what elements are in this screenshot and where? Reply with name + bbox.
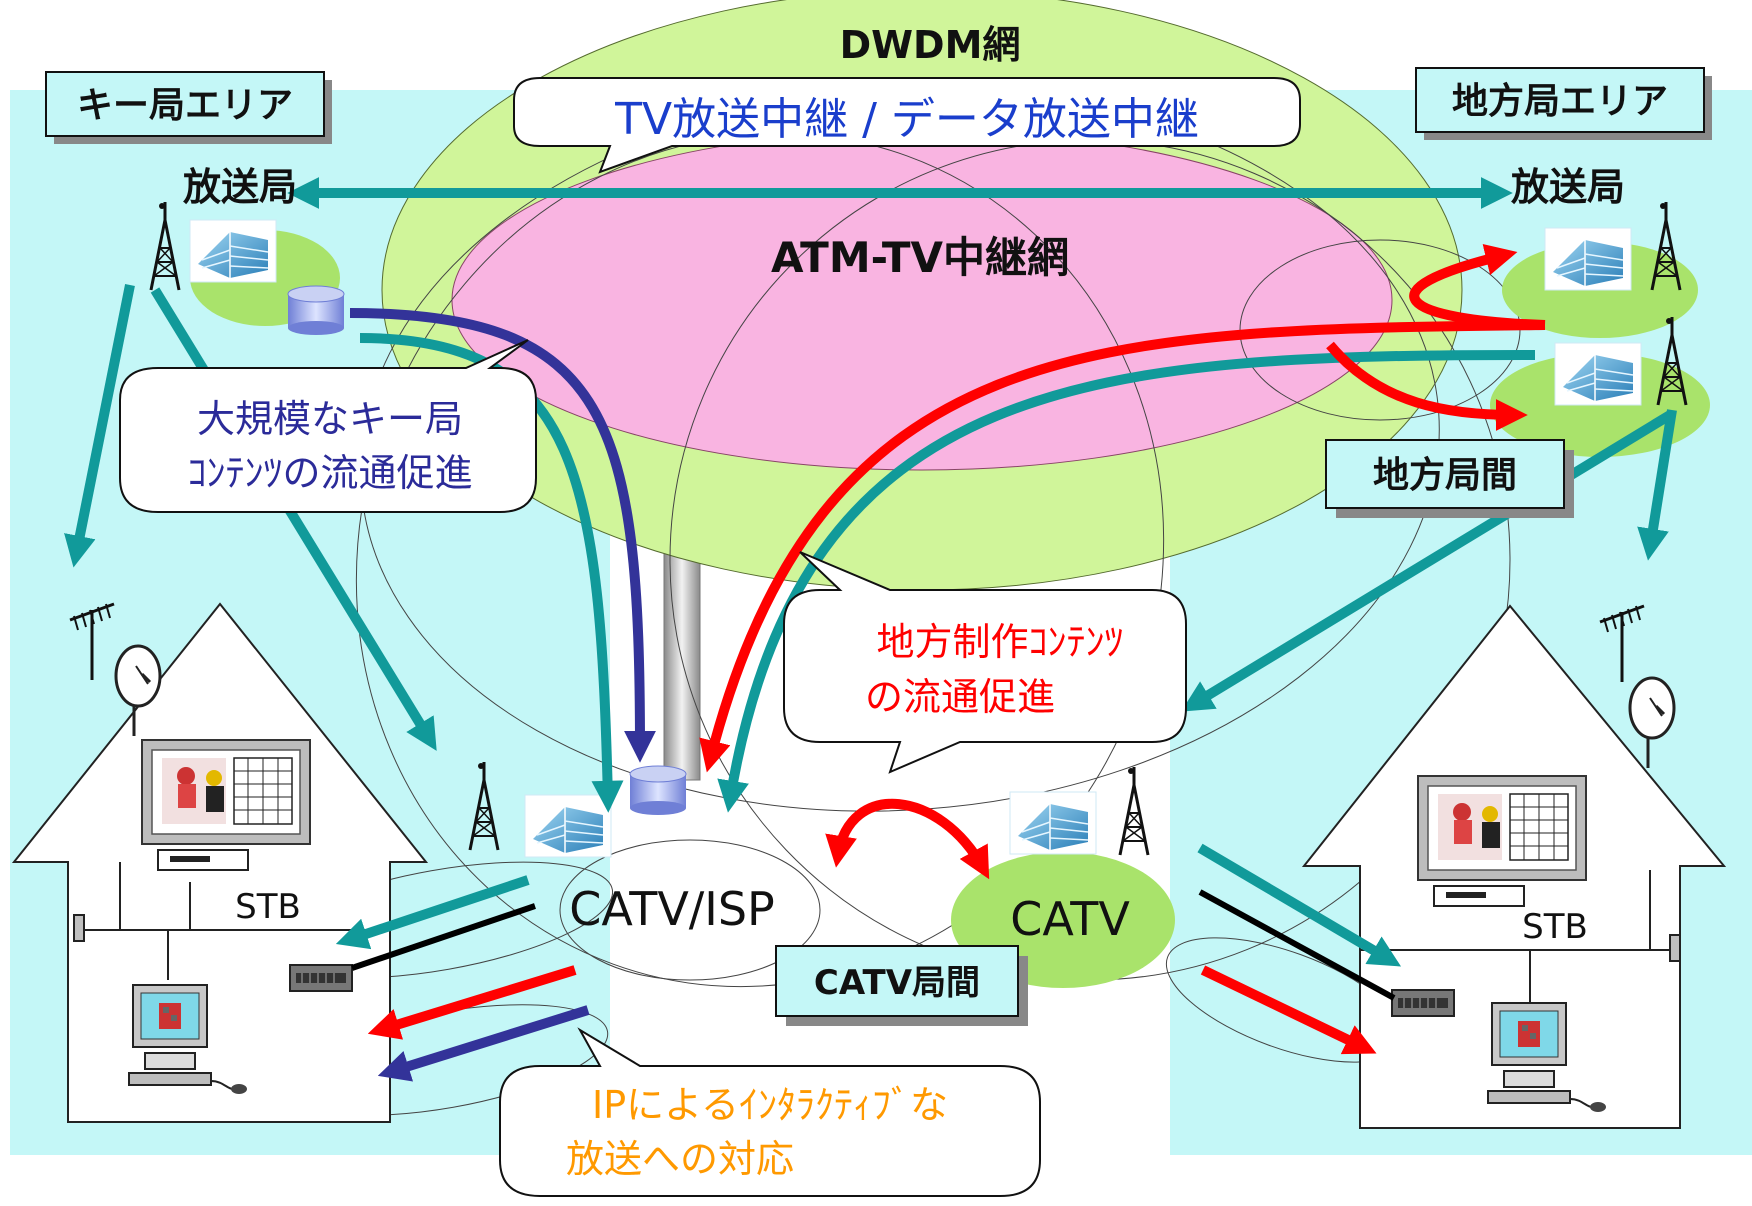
server-cylinder-icon	[629, 765, 687, 816]
arrow-catv-isp-to-left-stb	[335, 875, 530, 950]
ip-line2: 放送への対応	[566, 1137, 794, 1181]
broadcast-tower-icon	[1118, 765, 1150, 857]
building-icon	[524, 794, 612, 858]
arrow-catv-isp-to-catv	[825, 798, 990, 880]
ip-callout: IPによるｲﾝﾀﾗｸﾃｨﾌﾞな 放送への対応	[499, 1027, 1041, 1197]
inter-local-label-box: 地方局間	[1325, 439, 1574, 518]
arrow-local-red-down	[699, 320, 1546, 773]
arrow-key-navy-down	[349, 308, 656, 763]
arrow-local-red-down-right	[1326, 341, 1528, 431]
inter-local-label: 地方局間	[1373, 455, 1517, 496]
local-area-label-box: 地方局エリア	[1415, 67, 1712, 140]
stb-label-left: STB	[235, 887, 301, 927]
key-broadcaster-label: 放送局	[183, 165, 297, 209]
arrow-red-to-right-pc	[1200, 965, 1377, 1055]
building-icon	[1554, 342, 1642, 406]
hub-icon	[289, 964, 353, 992]
arrow-red-to-left-pc	[367, 965, 577, 1040]
arrow-local-red-up	[1409, 243, 1546, 330]
stb-label-right: STB	[1522, 907, 1588, 947]
arrow-catv-to-right-stb	[1197, 843, 1402, 967]
arrow-key-to-left-house	[64, 284, 135, 568]
key-content-line2: ｺﾝﾃﾝﾂの流通促進	[187, 451, 472, 495]
inter-catv-label: CATV局間	[814, 963, 980, 1003]
ip-line1: IPによるｲﾝﾀﾗｸﾃｨﾌﾞな	[592, 1083, 948, 1127]
arrow-key-to-catv-isp	[150, 287, 437, 751]
flow-arrows	[64, 176, 1677, 1082]
building-icon	[1009, 791, 1097, 855]
cable-right	[1198, 889, 1396, 1001]
local-content-line2: の流通促進	[865, 675, 1055, 719]
key-area-label-box: キー局エリア	[45, 71, 332, 144]
local-content-line1: 地方制作ｺﾝﾃﾝﾂ	[876, 620, 1123, 664]
arrow-key-teal-down	[359, 333, 624, 813]
building-icon	[189, 219, 277, 283]
local-area-label: 地方局エリア	[1452, 81, 1668, 122]
catv-label: CATV	[1010, 892, 1130, 946]
key-content-line1: 大規模なキー局	[197, 397, 463, 441]
dwdm-network-label: DWDM網	[840, 23, 1021, 67]
inter-catv-label-box: CATV局間	[775, 945, 1028, 1026]
relay-callout: TV放送中継 / データ放送中継	[513, 77, 1301, 174]
key-area-label: キー局エリア	[77, 85, 293, 126]
hub-icon	[1391, 989, 1455, 1017]
arrow-local-teal-down	[717, 350, 1536, 813]
arrow-local-to-catv	[1181, 410, 1673, 712]
local-broadcaster-label: 放送局	[1511, 165, 1625, 209]
cable-left	[351, 903, 536, 971]
building-icon	[1544, 227, 1632, 291]
local-content-callout: 地方制作ｺﾝﾃﾝﾂ の流通促進	[783, 551, 1187, 774]
catv-isp-label: CATV/ISP	[569, 882, 775, 936]
atm-network-label: ATM-TV中継網	[771, 233, 1069, 282]
relay-callout-text: TV放送中継 / データ放送中継	[614, 94, 1199, 145]
arrow-local-to-right-house	[1637, 409, 1677, 561]
key-content-callout: 大規模なキー局 ｺﾝﾃﾝﾂの流通促進	[119, 339, 537, 513]
arrow-navy-to-left-pc	[377, 1005, 590, 1082]
server-cylinder-icon	[287, 285, 345, 336]
